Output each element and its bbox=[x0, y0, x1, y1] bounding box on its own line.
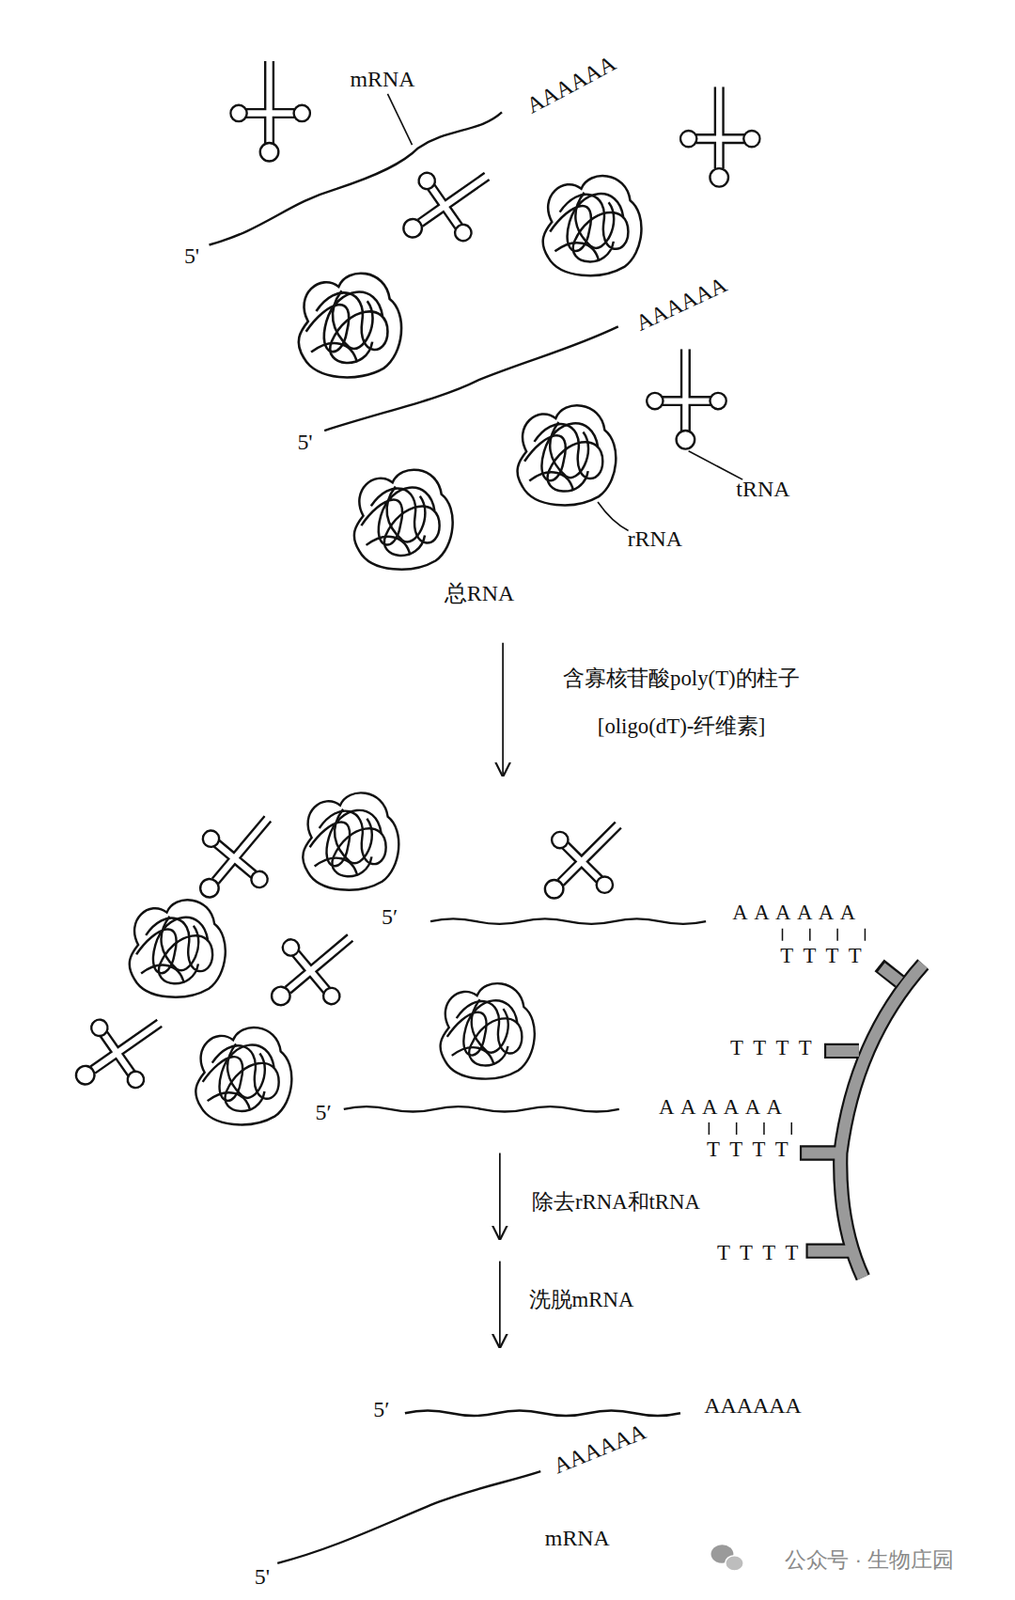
mrna-strand bbox=[277, 1410, 681, 1563]
mrna-strand bbox=[343, 918, 706, 1111]
label-text: tRNA bbox=[735, 477, 790, 500]
label-text: 5' bbox=[254, 1564, 270, 1588]
trna-symbol bbox=[520, 796, 648, 924]
label-text: 总RNA bbox=[444, 582, 515, 606]
rrna-symbol bbox=[298, 273, 402, 378]
label-text: AAAAAA bbox=[550, 1420, 650, 1478]
label-text: 5' bbox=[184, 244, 200, 267]
trna-symbol bbox=[646, 348, 727, 449]
label-text: 除去rRNA和tRNA bbox=[531, 1190, 701, 1213]
label-text: 5′ bbox=[381, 905, 398, 929]
rrna-symbol bbox=[440, 983, 535, 1078]
wechat-icon bbox=[711, 1544, 745, 1571]
rrna-symbol bbox=[302, 792, 399, 890]
label-text: [oligo(dT)-纤维素] bbox=[597, 715, 766, 737]
rrna-symbol bbox=[195, 1027, 292, 1125]
rrna-symbol bbox=[517, 405, 617, 505]
rrna-symbol bbox=[543, 175, 642, 276]
label-text: rRNA bbox=[627, 527, 683, 550]
label-text: 5′ bbox=[314, 1100, 331, 1124]
label-text: T T T T bbox=[780, 945, 864, 968]
label-text: mRNA bbox=[350, 68, 416, 92]
label-text: 洗脱mRNA bbox=[529, 1288, 634, 1311]
label-text: T T T T bbox=[706, 1139, 791, 1161]
label-text: AAAAAA bbox=[703, 1394, 801, 1418]
mrna-strand bbox=[209, 93, 744, 531]
label-text: 5' bbox=[296, 430, 313, 453]
trna-symbol bbox=[382, 144, 511, 267]
label-text: T T T T bbox=[730, 1036, 814, 1059]
label-text: AAAAAA bbox=[523, 51, 621, 118]
label-text: T T T T bbox=[717, 1241, 801, 1264]
label-text: 含寡核苷酸poly(T)的柱子 bbox=[562, 667, 800, 689]
trna-symbol bbox=[230, 61, 311, 161]
label-text: mRNA bbox=[545, 1527, 610, 1550]
label-text: A A A A A A bbox=[658, 1095, 784, 1118]
oligo-dt-column bbox=[799, 964, 923, 1278]
rrna-symbol bbox=[129, 899, 226, 997]
watermark: 公众号 · 生物庄园 bbox=[784, 1547, 954, 1570]
label-text: A A A A A A bbox=[732, 902, 858, 924]
rrna-symbol bbox=[354, 469, 453, 570]
trna-symbol bbox=[249, 907, 377, 1033]
label-text: 5′ bbox=[373, 1397, 390, 1421]
label-text: AAAAAA bbox=[632, 273, 731, 335]
trna-symbol bbox=[680, 86, 761, 187]
trna-symbol bbox=[55, 990, 184, 1113]
